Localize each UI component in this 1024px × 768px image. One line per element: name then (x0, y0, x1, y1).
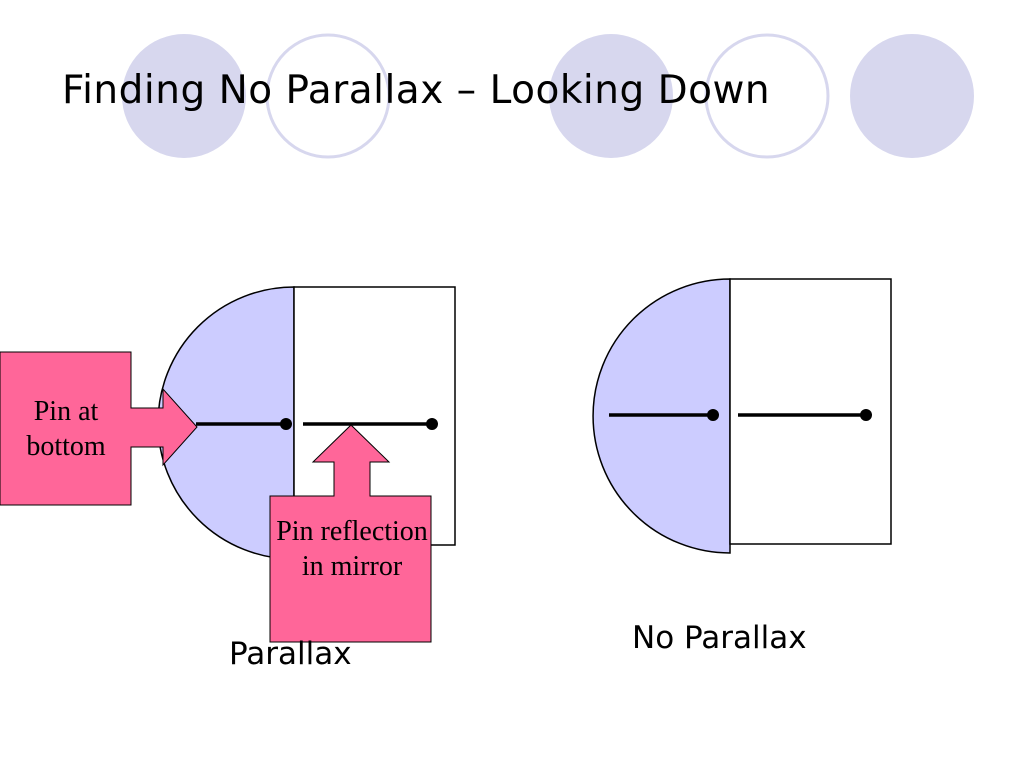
reflection-head (426, 418, 438, 430)
pin-head (280, 418, 292, 430)
reflection-callout-arrow (269, 424, 432, 643)
parallax-diagram (0, 286, 456, 643)
no-parallax-diagram (592, 278, 892, 554)
decor-circle-outline (265, 33, 391, 159)
decor-circle-filled (850, 34, 974, 158)
pin-callout-arrow (0, 351, 198, 506)
decor-circle-filled (549, 34, 673, 158)
slide-title: Finding No Parallax – Looking Down (62, 68, 771, 113)
decor-circle-outline (704, 33, 830, 159)
parallax-caption: Parallax (229, 636, 352, 672)
reflection-callout-label: Pin reflection in mirror (276, 516, 428, 582)
reflection-head (860, 409, 872, 421)
decor-circle-filled (122, 34, 246, 158)
pin-head (707, 409, 719, 421)
pin-callout-label: Pin at bottom (26, 396, 106, 462)
no-parallax-caption: No Parallax (632, 620, 807, 656)
